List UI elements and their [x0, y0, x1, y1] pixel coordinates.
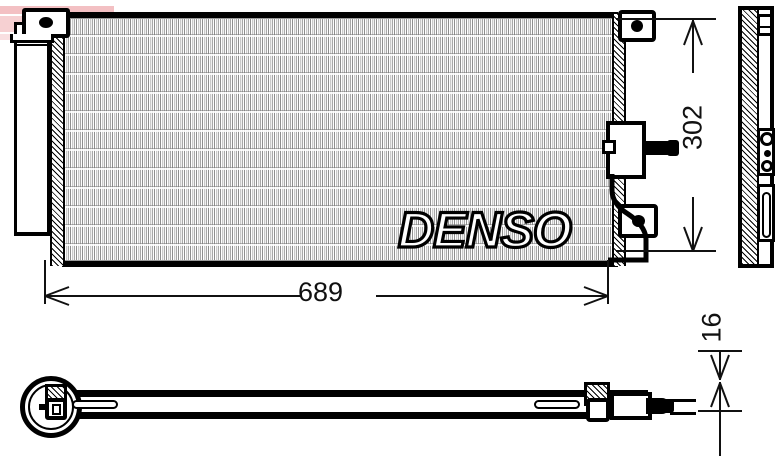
bottom-view [6, 372, 696, 442]
plan-body-fill [48, 397, 648, 412]
side-port-mid-hole [761, 160, 773, 172]
plan-left-cap-bore [52, 404, 61, 415]
plan-port-tail-top [670, 399, 696, 402]
width-dimension-label: 689 [298, 277, 344, 307]
width-extension-right [607, 260, 609, 304]
width-dimline-left [46, 295, 301, 297]
height-dimline-bottom [692, 197, 694, 252]
height-dimline-top [692, 20, 694, 73]
port-tip [667, 140, 679, 156]
plan-slot-right [534, 400, 580, 409]
plan-port-tip [662, 399, 674, 413]
plan-body-top-edge [48, 390, 648, 397]
left-tank-seam [14, 44, 50, 234]
width-arrow-left [44, 286, 70, 306]
port-block-notch [602, 140, 616, 154]
height-extension-top [616, 18, 716, 20]
depth-arrow-top [710, 354, 730, 380]
plan-body-bottom-edge [48, 412, 648, 419]
denso-logo: DENSO [396, 200, 574, 259]
depth-dimline-top [719, 352, 721, 380]
condenser-core [64, 18, 613, 261]
dimension-height-302: 302 [616, 4, 728, 266]
plan-port-tail-bottom [670, 412, 696, 415]
width-arrow-right [583, 286, 609, 306]
height-extension-bottom [616, 250, 716, 252]
depth-extension-top [698, 350, 742, 352]
top-right-mounting-bracket [618, 10, 656, 42]
dimension-width-689: 689 [6, 260, 626, 314]
top-right-bracket-hole [631, 20, 643, 32]
connector-pipe [608, 174, 649, 263]
depth-dimline-bottom [719, 382, 721, 456]
top-left-bracket-tab [10, 34, 54, 43]
height-dimension-label: 302 [677, 104, 708, 151]
depth-arrow-bottom [710, 382, 730, 408]
denso-logo-text: DENSO [398, 202, 572, 258]
depth-dimension-label: 16 [696, 312, 727, 343]
left-section-hatch [50, 14, 65, 266]
plan-slot-left [72, 400, 118, 409]
side-view [735, 6, 777, 268]
left-tank-bottom-cap [14, 234, 50, 260]
width-dimline-right [376, 295, 607, 297]
side-port-small-hole [764, 150, 771, 157]
core-bottom-rail [62, 261, 618, 267]
width-extension-left [44, 260, 46, 304]
side-section-hatch [742, 10, 757, 264]
plan-service-valve [586, 398, 610, 422]
side-top-bracket-line [757, 26, 773, 28]
top-left-bracket-hole [39, 17, 53, 28]
front-view: DENSO [6, 4, 679, 272]
side-lower-pipe [762, 192, 771, 238]
height-arrow-bottom [683, 226, 703, 252]
height-arrow-top [683, 20, 703, 46]
side-top-bracket [757, 14, 773, 36]
side-port-large-hole [760, 132, 774, 146]
core-fin-bands [64, 18, 613, 261]
dimension-depth-16: 16 [690, 300, 760, 460]
core-top-rail [62, 12, 618, 18]
